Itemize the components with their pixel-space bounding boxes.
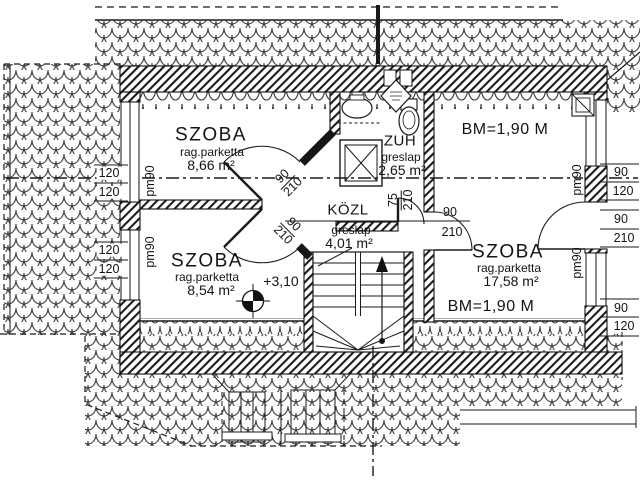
room-area-zuh: 2,65 m² <box>378 162 426 178</box>
staircase <box>312 247 405 353</box>
room-floor-szoba-bottom-left: rag.parketta <box>174 270 240 284</box>
dim-right-door-w: 90 <box>614 211 628 226</box>
room-name-szoba-bottom-left: SZOBA <box>171 250 243 272</box>
room-name-szoba-right: SZOBA <box>472 241 544 263</box>
doors <box>223 145 586 264</box>
dim-right-window-bottom-w: 90 <box>614 300 628 315</box>
parapet-label-left-bottom: pm90 <box>142 236 157 268</box>
room-area-kozl: 4,01 m² <box>325 235 373 251</box>
windows <box>120 69 607 307</box>
level-mark-label: +3,10 <box>263 273 299 289</box>
level-marker-icon <box>236 284 270 318</box>
room-name-szoba-top-left: SZOBA <box>175 124 247 146</box>
dim-door-szoba-right-h: 210 <box>441 224 463 239</box>
dim-right-door-h: 210 <box>613 230 635 245</box>
clearance-top-label: BM=1,90 M <box>461 121 549 138</box>
dim-door-zuh: 75 210 <box>386 187 416 214</box>
dim-door-zuh-h: 210 <box>400 189 415 211</box>
roof-dormers <box>211 371 637 446</box>
section-lines <box>6 177 638 476</box>
room-name-zuh: ZUH <box>383 132 417 150</box>
room-floor-szoba-right: rag.parketta <box>476 261 542 275</box>
parapet-label-left-top: pm90 <box>142 165 157 197</box>
room-area-szoba-top-left: 8,66 m² <box>187 157 235 173</box>
dim-left-window-top-w: 120 <box>96 165 122 180</box>
chimney-diamond-icon <box>380 79 412 113</box>
dim-door-szoba-right-w: 90 <box>443 204 457 219</box>
roof-edges <box>0 5 640 447</box>
room-floor-szoba-top-left: rag.parketta <box>179 145 245 159</box>
room-area-szoba-right: 17,58 m² <box>483 273 539 289</box>
parapet-label-right-top: pm90 <box>569 164 584 196</box>
room-floor-zuh: greslap <box>381 150 421 164</box>
sink-icon <box>338 94 380 124</box>
dim-right-window-top-h: 120 <box>612 183 634 198</box>
dim-right-window-bottom-h: 120 <box>613 318 635 333</box>
dim-left-window-bottom-w: 120 <box>96 242 122 257</box>
dimension-lines <box>94 163 639 337</box>
clearance-bottom-label: BM=1,90 M <box>447 298 535 315</box>
dim-right-window-top-w: 90 <box>614 164 628 179</box>
stair-direction-arrow <box>376 256 388 344</box>
room-name-kozl: KÖZL <box>327 201 369 219</box>
walls <box>119 65 623 375</box>
chamfer-stubs <box>296 129 336 260</box>
shower-tray-icon <box>339 139 383 187</box>
room-floor-kozl: greslap <box>331 223 371 237</box>
dim-door-zuh-w: 75 <box>386 190 402 210</box>
room-area-szoba-bottom-left: 8,54 m² <box>187 282 235 298</box>
dim-left-window-bottom-h: 120 <box>96 261 122 276</box>
dim-left-window-top-h: 120 <box>96 184 122 199</box>
parapet-label-right-bottom: pm90 <box>569 247 584 279</box>
corner-duct-icon <box>571 93 595 117</box>
